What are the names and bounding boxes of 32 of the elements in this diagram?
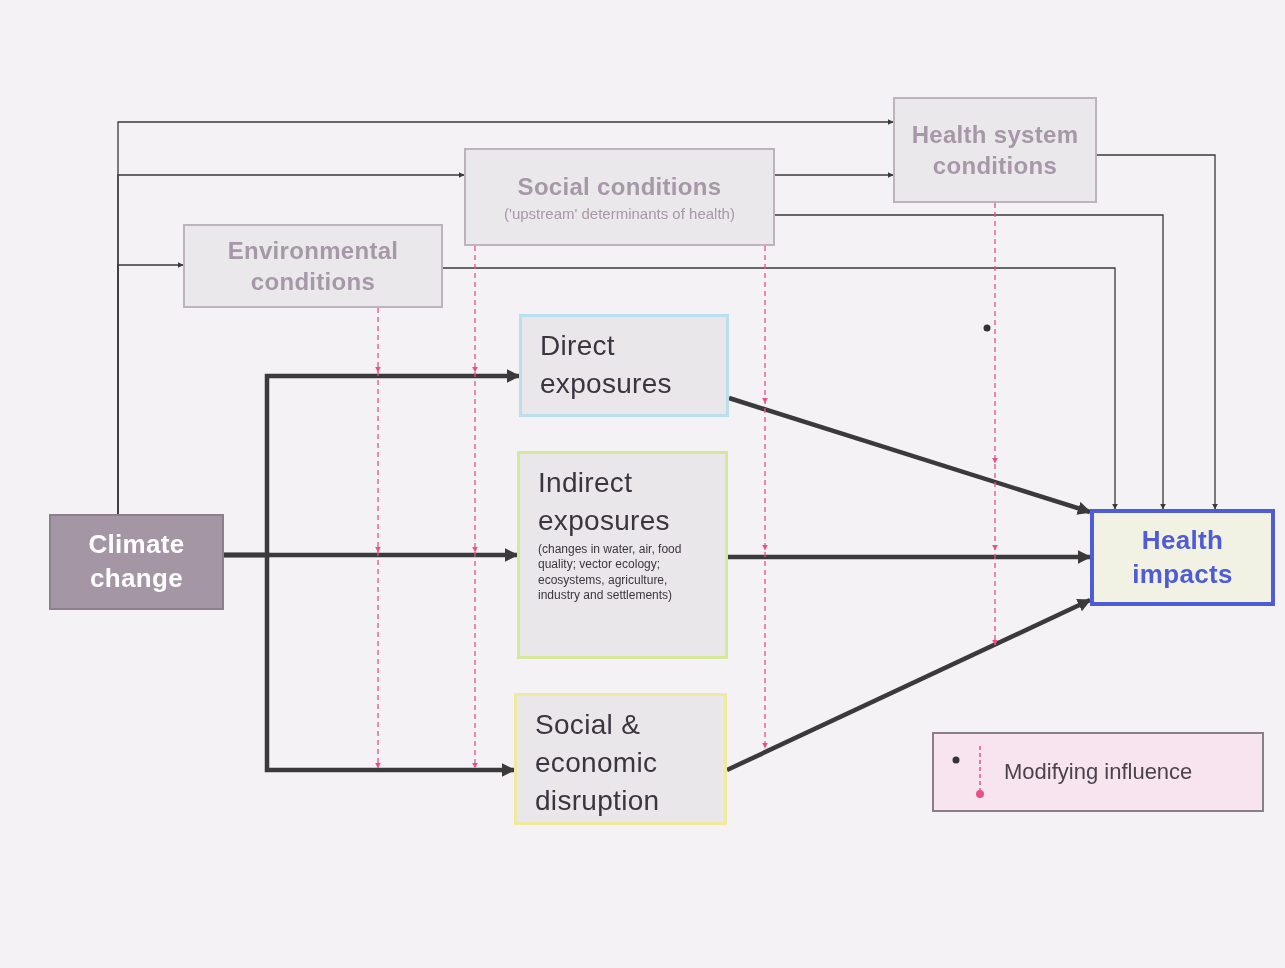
outcome-box [1090, 509, 1275, 606]
arrow [728, 550, 1092, 564]
node-title: Health impacts [1131, 523, 1234, 591]
exposure-box [517, 451, 728, 659]
node-title: Health system conditions [910, 119, 1080, 181]
node-title: Social conditions [517, 171, 722, 202]
condition-box [183, 224, 443, 308]
node-description: ('upstream' determinants of health) [504, 203, 735, 224]
condition-box [464, 148, 775, 246]
legend-label: Modifying influence [1004, 759, 1193, 785]
node-title: Direct exposures [540, 329, 673, 401]
arrow [117, 262, 184, 515]
exposure-box [519, 314, 729, 417]
node-description: (changes in water, air, food quality; vector ecology; ecosystems, agriculture, industry and settlements) [538, 541, 683, 604]
exposure-box [514, 693, 727, 825]
condition-box [893, 97, 1097, 203]
arrow [774, 214, 1166, 510]
arrow [774, 172, 894, 178]
driver-box [49, 514, 224, 610]
arrow [726, 597, 1092, 773]
node-title: Indirect exposures [538, 466, 671, 538]
modifying-influence-arrow [375, 307, 381, 769]
node-title: Climate change [87, 528, 186, 595]
node-title: Social & economic disruption [535, 708, 661, 818]
node-title: Environmental conditions [226, 235, 400, 297]
arrow [1096, 154, 1218, 510]
modifying-influence-arrow [762, 245, 768, 749]
arrow [728, 395, 1092, 515]
modifying-influence-arrow [992, 202, 998, 646]
modifying-influence-arrow [472, 245, 478, 769]
arrow [224, 552, 516, 777]
arrow [442, 267, 1118, 510]
